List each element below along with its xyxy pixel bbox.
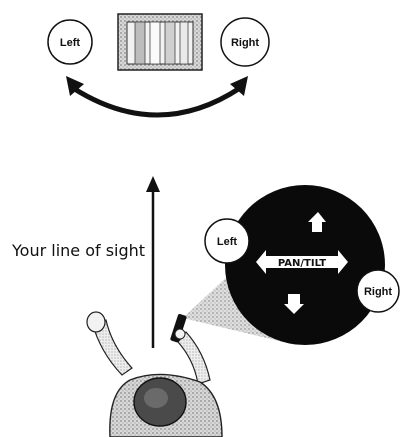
top-right-label: Right [231,37,259,49]
line-of-sight-label: Your line of sight [11,241,145,260]
line-of-sight-arrow [146,176,160,348]
top-section: Left Right [48,14,269,115]
bottom-section: Your line of sight PAN/TILT Left Right [11,176,399,437]
bottom-right-circle: Right [357,270,399,312]
camera-front-icon [118,14,202,70]
bottom-left-label: Left [217,236,238,248]
pan-double-arrow [66,76,248,115]
pan-tilt-disc: PAN/TILT [225,185,385,345]
top-left-label: Left [60,37,81,49]
top-left-circle: Left [48,20,92,64]
person-icon [87,312,222,437]
bottom-left-circle: Left [205,219,249,263]
bottom-right-label: Right [364,286,392,298]
pan-tilt-label: PAN/TILT [278,258,326,269]
top-right-circle: Right [221,18,269,66]
